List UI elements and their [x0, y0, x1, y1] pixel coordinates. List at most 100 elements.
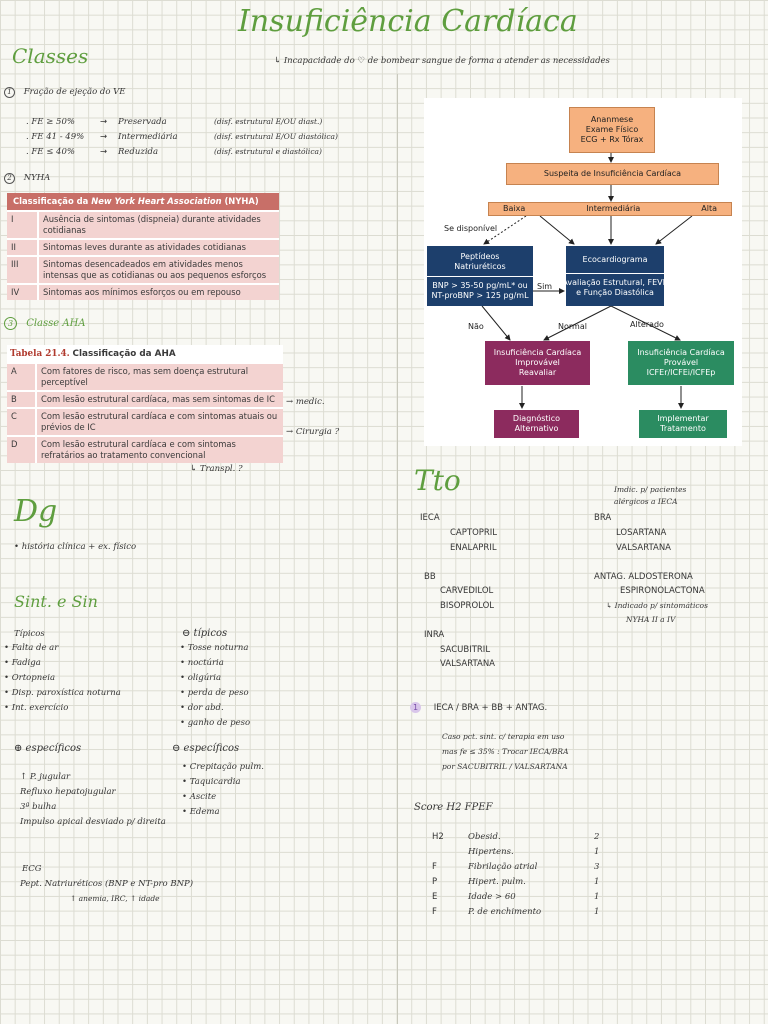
list-item: • Disp. paroxística noturna [4, 688, 121, 698]
score-letter: F [432, 907, 437, 917]
antag-note-1: ↳ Indicado p/ sintomáticos [606, 601, 708, 610]
item-label: NYHA [23, 173, 51, 183]
fe-note: (disf. estrutural E/OU diast.) [214, 117, 323, 126]
flow-arrow [481, 305, 511, 341]
list-item: • Crepitação pulm. [182, 762, 264, 772]
bb-drug-1: CARVEDILOL [440, 586, 494, 596]
item-label: Classe AHA [26, 318, 86, 329]
aha-note-b: → medic. [286, 397, 325, 407]
item-label: Fração de ejeção do VE [23, 87, 126, 97]
flow-label-normal: Normal [558, 322, 587, 331]
aha-class: D [7, 437, 37, 463]
page-title: Insuficiência Cardíaca [238, 4, 578, 39]
bra-heading: BRA [594, 513, 612, 523]
list-item: • noctúria [180, 658, 224, 668]
ejection-fraction-label: 1 Fração de ejeção do VE [4, 85, 126, 100]
nonspecific-heading: ⊖ específicos [172, 743, 240, 754]
score-points: 1 [594, 877, 600, 887]
score-criterion: Hipertens. [468, 847, 514, 857]
fe-note: (disf. estrutural e diastólica) [214, 147, 322, 156]
definition: ↳ Incapacidade do ♡ de bombear sangue de… [274, 54, 610, 69]
flow-node-probable: Insuficiência Cardíaca Provável ICFEr/IC… [628, 341, 734, 385]
inra-heading: INRA [424, 630, 445, 640]
bra-drug-1: LOSARTANA [616, 528, 667, 538]
prob-high: Alta [701, 204, 717, 213]
flow-arrow [543, 305, 612, 341]
aha-desc: Com lesão estrutural cardíaca, mas sem s… [41, 394, 275, 404]
note-text: Imdic. p/ pacientes alérgicos a IECA [614, 485, 687, 506]
diagnosis-flowchart: Ananmese Exame Físico ECG + Rx Tórax Sus… [424, 98, 742, 446]
caption-text: Classificação da AHA [72, 349, 176, 359]
nyha-label: 2 NYHA [4, 171, 50, 186]
column-divider [397, 74, 398, 1024]
score-criterion: Hipert. pulm. [468, 877, 526, 887]
nyha-desc: Ausência de sintomas (dispneia) durante … [43, 214, 261, 235]
flow-label-yes: Sim [537, 282, 553, 291]
prob-mid: Intermediária [586, 204, 641, 213]
aha-class: C [7, 409, 37, 435]
node-title: Ecocardiograma [566, 255, 664, 274]
item-number: 3 [4, 317, 17, 330]
peptide-label: Pept. Natriuréticos (BNP e NT-pro BNP) [20, 879, 194, 889]
list-item: • Int. exercício [4, 703, 69, 713]
list-item: ↑ P. jugular [20, 772, 71, 782]
nyha-class: III [7, 257, 39, 283]
score-points: 1 [594, 907, 600, 917]
aha-desc: Com lesão estrutural cardíaca e com sint… [41, 439, 236, 460]
nyha-class: I [7, 212, 39, 238]
dg-item: • história clínica + ex. físico [14, 542, 137, 552]
flow-node-probability: Baixa Intermediária Alta [488, 202, 732, 216]
flow-label-if-available: Se disponível [444, 224, 498, 233]
tto-heading: Tto [414, 464, 461, 497]
list-item: • Ortopneia [4, 673, 56, 683]
ieca-heading: IECA [420, 513, 440, 523]
fe-type: Reduzida [118, 147, 159, 157]
fe-type: Intermediária [118, 132, 178, 142]
aha-caption: Tabela 21.4. Classificação da AHA [7, 345, 283, 362]
list-item: • Fadiga [4, 658, 41, 668]
prob-low: Baixa [503, 204, 526, 213]
score-criterion: Fibrilação atrial [468, 862, 538, 872]
score-criterion: Idade > 60 [468, 892, 516, 902]
flow-arrow [610, 305, 681, 341]
header-text: Classificação da [13, 196, 92, 206]
nyha-desc: Sintomas desencadeados em atividades men… [43, 259, 267, 280]
nyha-table-header: Classificação da New York Heart Associat… [7, 193, 279, 210]
flow-arrows [481, 152, 693, 409]
item-number: 2 [4, 173, 15, 184]
flow-arrow-dashed [483, 215, 527, 245]
antag-drug-1: ESPIRONOLACTONA [620, 586, 705, 596]
combo-note-2: mas fe ≤ 35% : Trocar IECA/BRA [442, 747, 569, 756]
aha-label: 3 Classe AHA [4, 317, 86, 332]
flow-arrow [539, 215, 575, 245]
specific-heading: ⊕ específicos [14, 743, 82, 754]
combo-text: IECA / BRA + BB + ANTAG. [433, 703, 548, 713]
score-letter: H2 [432, 832, 444, 842]
score-letter: P [432, 877, 438, 887]
aha-desc: Com lesão estrutural cardíaca e com sint… [41, 411, 278, 432]
flow-node-anamnese: Ananmese Exame Físico ECG + Rx Tórax [569, 107, 655, 153]
flow-node-alt-diagnosis: Diagnóstico Alternativo [494, 410, 579, 438]
list-item: • Taquicardia [182, 777, 241, 787]
nyha-desc: Sintomas leves durante as atividades cot… [43, 242, 246, 252]
fe-arrow: → [100, 132, 108, 142]
bb-drug-2: BISOPROLOL [440, 601, 495, 611]
peptide-note: ↑ anemia, IRC, ↑ idade [70, 894, 160, 903]
score-letter: E [432, 892, 438, 902]
list-item: 3ª bulha [20, 802, 57, 812]
tto-indication-note: Imdic. p/ pacientes alérgicos a IECA [614, 484, 706, 508]
aha-note-c: → Cirurgia ? [286, 427, 340, 437]
bra-drug-2: VALSARTANA [616, 543, 671, 553]
typical-heading: Típicos [14, 629, 45, 639]
nyha-class: IV [7, 285, 39, 300]
bb-heading: BB [424, 572, 436, 582]
list-item: • dor abd. [180, 703, 224, 713]
header-em: New York Heart Association [91, 196, 222, 206]
